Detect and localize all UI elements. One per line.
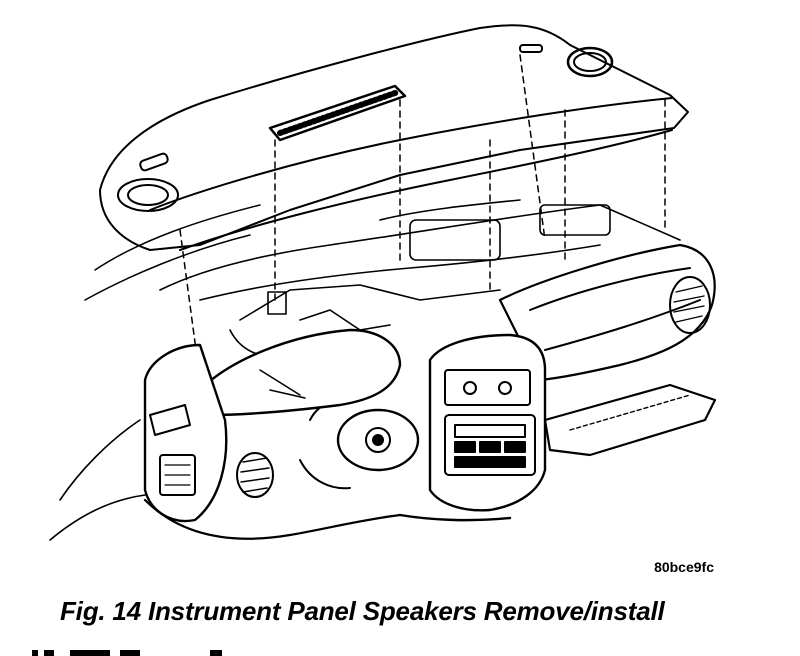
- defroster-slot-right: [519, 44, 543, 53]
- defroster-slot-left: [139, 152, 169, 172]
- center-speaker-grille: [268, 84, 407, 142]
- steering-column: [299, 397, 420, 490]
- windshield-edge: [84, 204, 261, 301]
- dash-substructure: [159, 199, 681, 357]
- center-stack: [398, 333, 547, 522]
- dash-top-pad: [99, 24, 689, 251]
- left-air-vent: [117, 178, 179, 212]
- instrument-panel-illustration: [49, 24, 717, 541]
- door-line: [59, 419, 141, 501]
- dash-pad-lower-edge: [179, 129, 673, 251]
- cut-off-text-fragment: [32, 650, 222, 656]
- right-speaker-grille: [566, 46, 614, 78]
- radio-unit: [444, 414, 536, 476]
- right-air-vent: [669, 276, 711, 334]
- figure-id-code: 80bce9fc: [654, 559, 714, 575]
- left-lower-vent: [236, 452, 274, 498]
- door-line-lower: [49, 494, 146, 541]
- figure-caption: Fig. 14 Instrument Panel Speakers Remove…: [60, 596, 665, 626]
- glove-box-area: [498, 243, 717, 457]
- lower-dash-edge: [143, 498, 402, 540]
- cluster-hood: [198, 328, 402, 417]
- dash-pad-inner-edge: [149, 97, 673, 211]
